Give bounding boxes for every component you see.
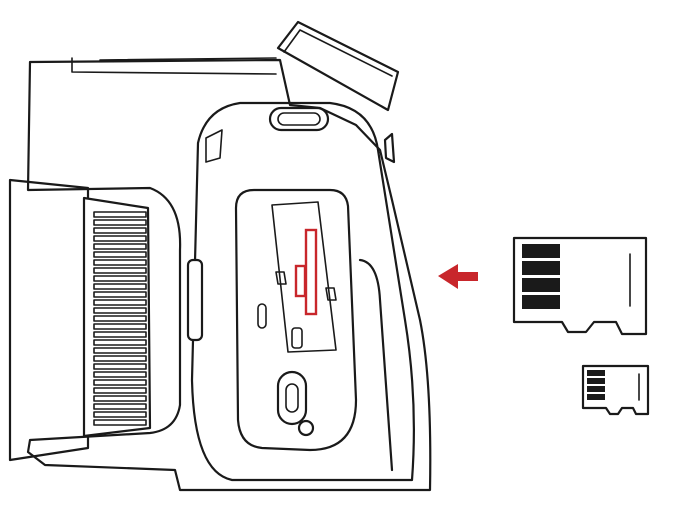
grille-rib [93,363,147,370]
grille-rib [93,387,147,394]
grille-rib [93,299,147,306]
sd-card-icon [512,236,648,336]
camera-body-outline [26,57,432,492]
grille-rib [93,315,147,322]
viewfinder [276,20,400,112]
grille-rib [93,251,147,258]
grille-rib [93,323,147,330]
grille-rib [93,347,147,354]
grip-grille [82,196,152,438]
grille-rib [93,291,147,298]
grille-rib [93,403,147,410]
grille-rib [93,283,147,290]
grille-rib [93,411,147,418]
grille-rib [93,227,147,234]
grille-rib [93,211,147,218]
lens-barrel [8,178,90,462]
grille-rib [93,235,147,242]
sd-card-slot-icon [234,188,358,452]
grille-rib [93,379,147,386]
grille-rib [93,243,147,250]
arrow-left-icon [438,264,478,289]
grille-rib [93,371,147,378]
grille-rib [93,331,147,338]
grille-rib [93,307,147,314]
grille-rib [93,395,147,402]
grille-rib [93,355,147,362]
grille-rib [93,339,147,346]
grille-rib [93,275,147,282]
camera-side-view-icon [8,20,432,492]
micro-sd-card-icon [581,364,650,416]
grille-rib [93,419,147,426]
grille-rib [93,219,147,226]
grille-rib [93,267,147,274]
grille-rib [93,259,147,266]
